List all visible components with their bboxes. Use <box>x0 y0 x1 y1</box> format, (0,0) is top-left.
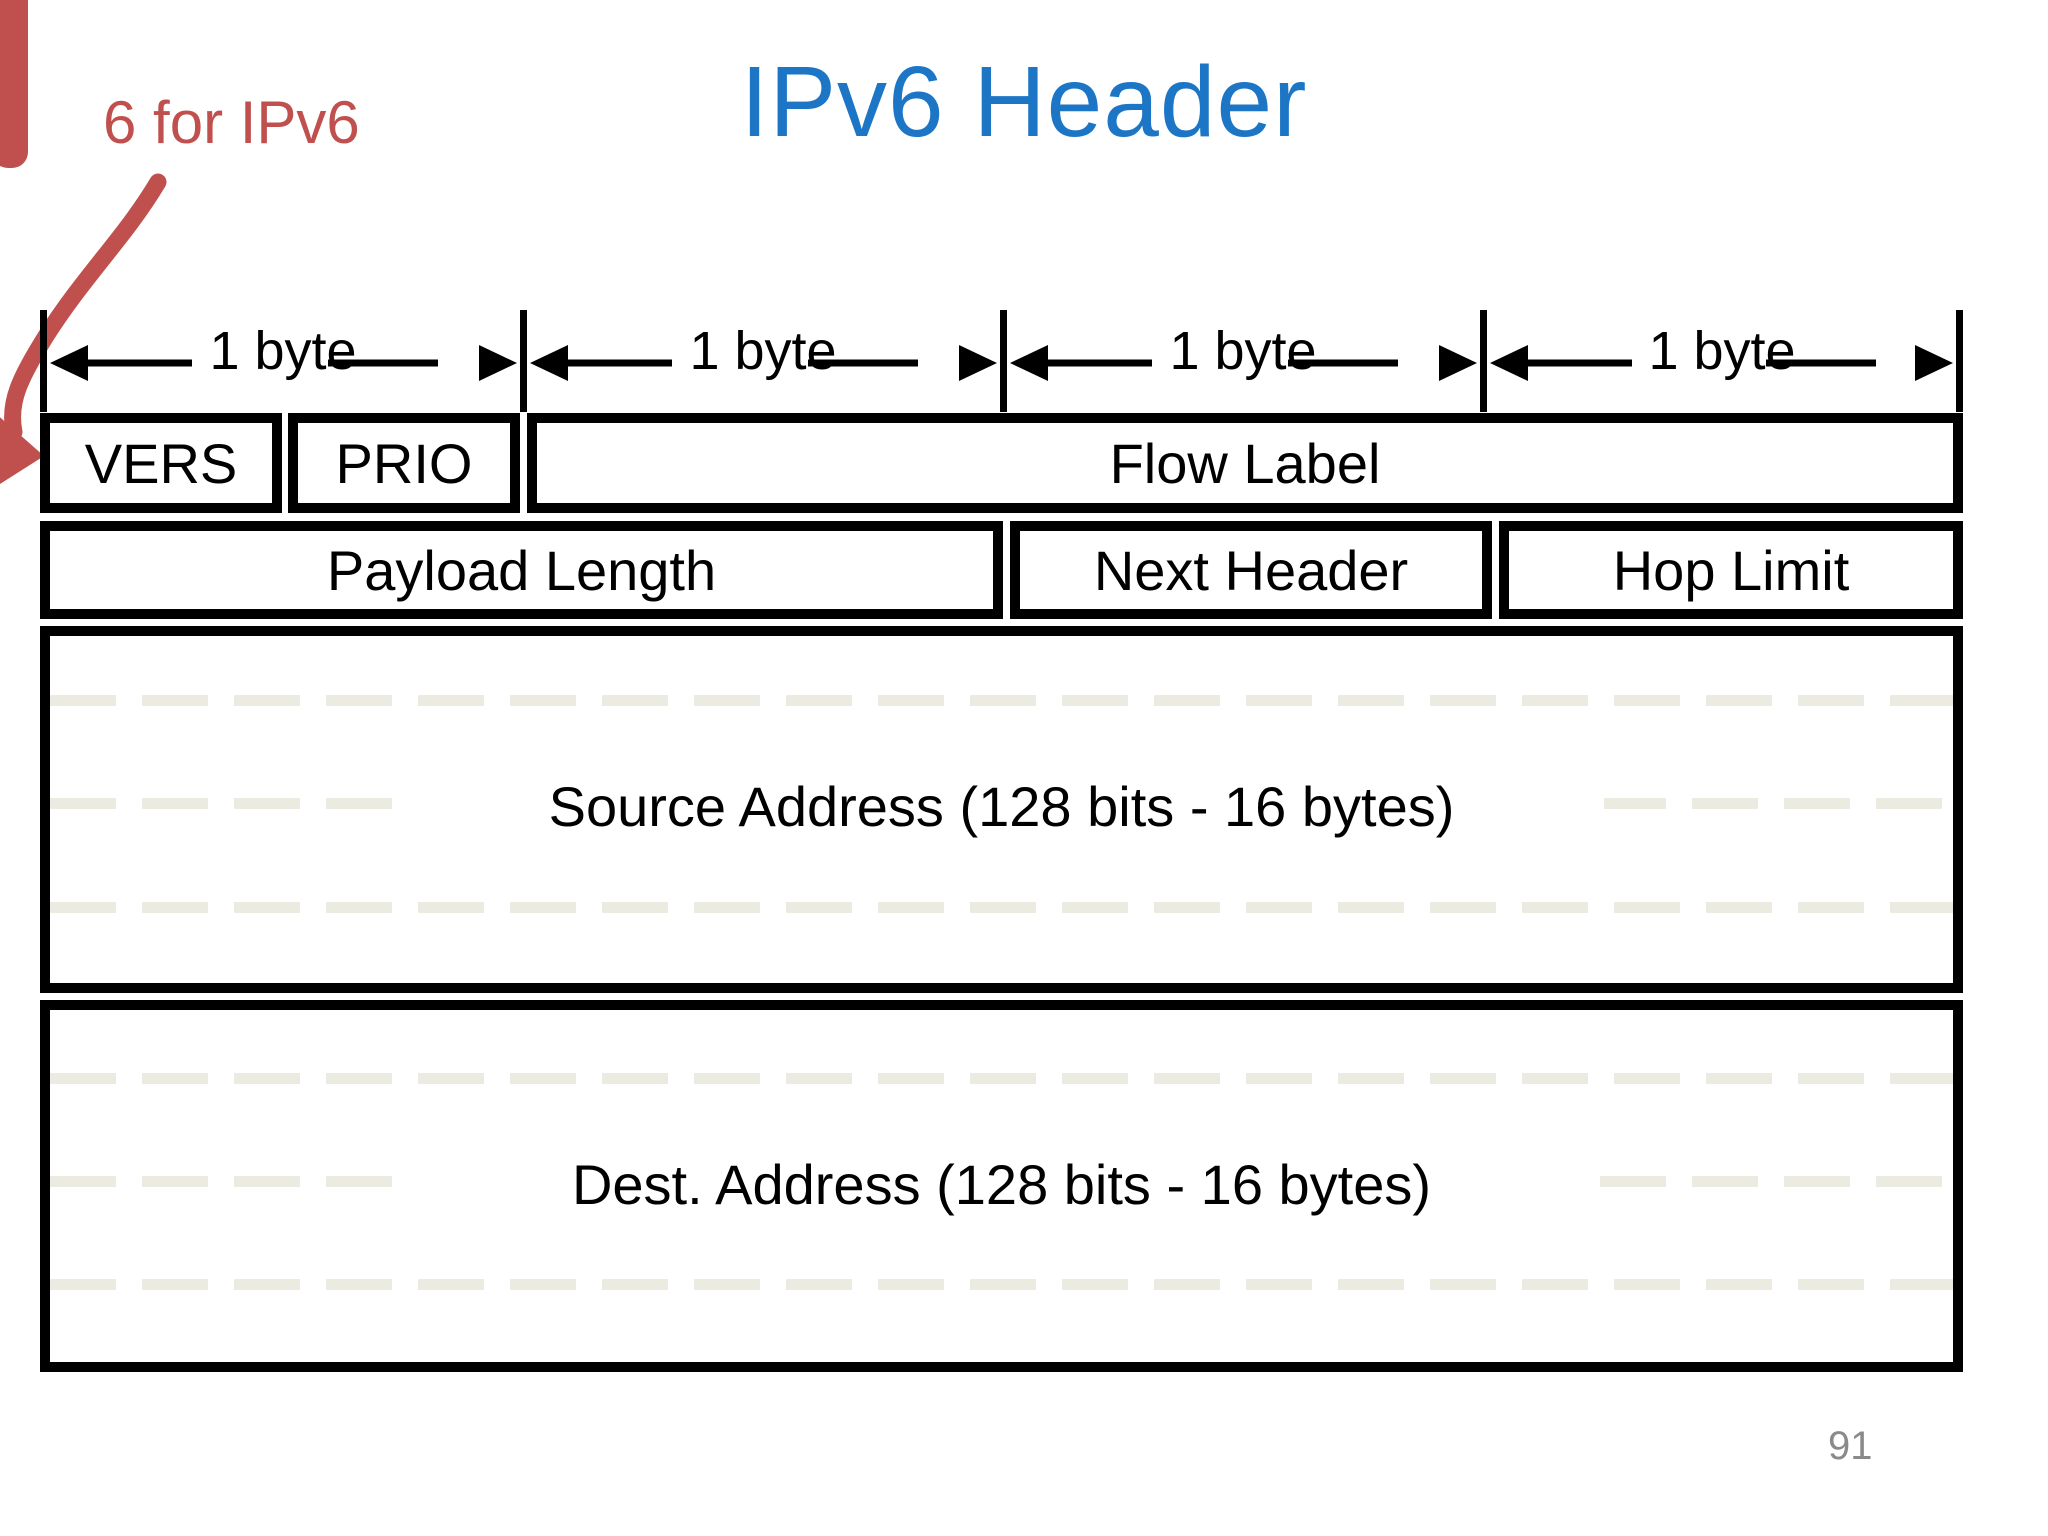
field-next-header-label: Next Header <box>1093 538 1409 602</box>
ruler-tick <box>1000 310 1007 412</box>
word-divider-dashed-line <box>50 1176 395 1187</box>
field-flow-label: Flow Label <box>527 413 1963 513</box>
field-prio-label: PRIO <box>335 431 473 495</box>
page-title: IPv6 Header <box>740 46 1308 158</box>
field-hop-limit-label: Hop Limit <box>1612 538 1850 602</box>
byte-ruler-label: 1 byte <box>1169 321 1317 381</box>
byte-ruler-label: 1 byte <box>209 321 357 381</box>
word-divider-dashed-line <box>50 695 1953 706</box>
ruler-tick <box>520 310 527 412</box>
field-vers: VERS <box>40 413 282 513</box>
arrowhead-icon <box>0 417 44 484</box>
field-payload-length: Payload Length <box>40 521 1003 619</box>
word-divider-dashed-line <box>50 798 395 809</box>
word-divider-dashed-line <box>1600 798 1953 809</box>
field-dest-address: Dest. Address (128 bits - 16 bytes) <box>40 1000 1963 1372</box>
red-pen-stroke <box>0 0 28 168</box>
field-source-address-label: Source Address (128 bits - 16 bytes) <box>398 764 1605 849</box>
field-payload-length-label: Payload Length <box>326 538 717 602</box>
word-divider-dashed-line <box>50 902 1953 913</box>
red-annotation-arrow <box>0 173 167 484</box>
page-number: 91 <box>1828 1424 1873 1468</box>
field-vers-label: VERS <box>84 431 238 495</box>
byte-ruler-label: 1 byte <box>689 321 837 381</box>
word-divider-dashed-line <box>50 1073 1953 1084</box>
annotation-text: 6 for IPv6 <box>103 89 360 156</box>
word-divider-dashed-line <box>50 1279 1953 1290</box>
byte-ruler-label: 1 byte <box>1648 321 1796 381</box>
ruler-tick <box>1956 310 1963 412</box>
byte-ruler <box>40 310 1963 412</box>
field-prio: PRIO <box>288 413 520 513</box>
field-source-address: Source Address (128 bits - 16 bytes) <box>40 626 1963 993</box>
field-dest-address-label: Dest. Address (128 bits - 16 bytes) <box>421 1142 1582 1227</box>
field-flow-label-label: Flow Label <box>1109 431 1381 495</box>
field-next-header: Next Header <box>1010 521 1492 619</box>
word-divider-dashed-line <box>1600 1176 1953 1187</box>
field-hop-limit: Hop Limit <box>1499 521 1963 619</box>
ruler-tick <box>1480 310 1487 412</box>
ruler-tick <box>40 310 47 412</box>
